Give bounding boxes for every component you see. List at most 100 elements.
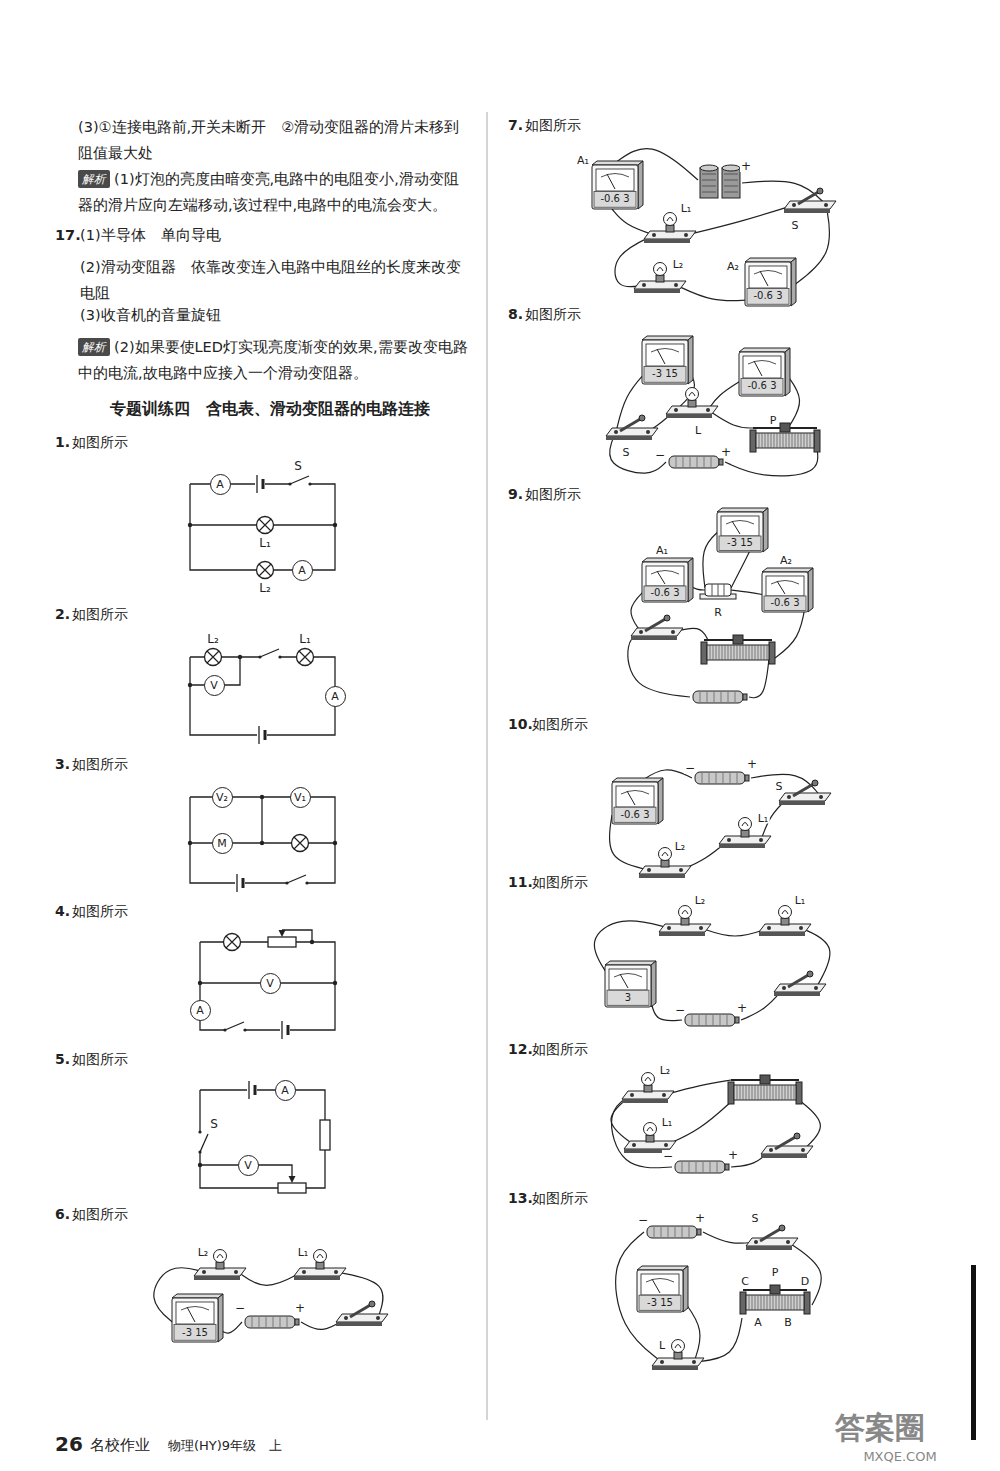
meter xyxy=(605,961,656,1007)
cell-ribs xyxy=(700,692,735,702)
meter-body xyxy=(642,562,688,602)
switch-lever xyxy=(760,1228,782,1241)
component-label: P xyxy=(769,415,778,426)
lamp-socket xyxy=(666,225,674,232)
switch-knob xyxy=(794,1133,800,1139)
terminal xyxy=(234,1270,238,1274)
rheostat-end xyxy=(701,642,707,664)
board-edge xyxy=(294,1276,340,1280)
rheostat-hatch xyxy=(710,645,767,660)
terminal xyxy=(664,1143,668,1147)
filament xyxy=(657,268,663,272)
wire xyxy=(200,942,335,1030)
component-label: B xyxy=(783,1317,793,1328)
meter xyxy=(642,336,693,384)
component-label: L₁ xyxy=(794,895,807,906)
battery-plate-short xyxy=(242,878,245,888)
meter-dial xyxy=(646,344,684,366)
terminal xyxy=(819,795,823,799)
wire xyxy=(676,285,748,301)
board xyxy=(336,1314,388,1322)
meter-dial xyxy=(766,576,804,596)
switch-contact xyxy=(278,655,281,658)
meter-needle xyxy=(187,1307,195,1322)
terminal xyxy=(706,408,710,412)
rheostat-coil xyxy=(746,1295,804,1310)
terminal xyxy=(652,233,656,237)
meter-side xyxy=(791,258,796,306)
meter-dial xyxy=(749,266,787,288)
lamp-circle xyxy=(257,517,274,534)
battery-plate-long xyxy=(236,874,237,892)
drawing xyxy=(154,112,976,1440)
switch-board xyxy=(631,615,683,640)
filament xyxy=(675,1345,681,1349)
terminal-label: -0.6 3 xyxy=(769,598,800,608)
component-label: A₁ xyxy=(655,545,669,556)
battery-plate-long xyxy=(256,475,257,493)
meter-body xyxy=(172,1298,218,1342)
component-label: D xyxy=(800,1276,810,1287)
meter-body xyxy=(717,512,763,552)
terminal xyxy=(632,1143,636,1147)
lamp-cross xyxy=(259,564,271,576)
wire xyxy=(190,797,335,883)
question-number: 8. xyxy=(508,306,523,323)
question-number: 1. xyxy=(55,434,70,451)
lamp-socket xyxy=(646,1135,654,1142)
node-text: V xyxy=(266,978,274,989)
lamp-socket xyxy=(661,860,669,867)
meter-panel xyxy=(614,807,656,822)
lamp-circle xyxy=(292,835,309,852)
meter-dial xyxy=(641,1274,679,1295)
wire xyxy=(708,410,753,428)
switch-lever xyxy=(645,618,667,631)
question-number: 12. xyxy=(508,1041,533,1058)
component-label: L₂ xyxy=(197,1247,210,1258)
meter-dial xyxy=(609,969,647,990)
answer-text: 如图所示 xyxy=(72,1051,128,1068)
board-edge xyxy=(194,1276,240,1280)
component-label: S xyxy=(791,220,800,231)
answer-text: 如图所示 xyxy=(532,1041,588,1058)
cell-cap xyxy=(743,694,747,700)
meter-side xyxy=(763,508,768,552)
terminal xyxy=(674,408,678,412)
meter-dial xyxy=(616,786,654,807)
ammeter-symbol: A xyxy=(190,1000,211,1021)
analysis-tag: 解析 xyxy=(78,170,110,188)
meter-top xyxy=(592,161,643,165)
book-title: 名校作业 xyxy=(90,1436,150,1454)
switch-lever xyxy=(775,1136,797,1149)
bulb xyxy=(659,848,672,861)
terminal xyxy=(376,1316,380,1320)
cell-top xyxy=(722,165,740,171)
wire xyxy=(282,930,312,942)
lamp-socket xyxy=(688,400,696,407)
lamp-circle xyxy=(205,649,222,666)
terminal-label: + xyxy=(727,1149,739,1161)
terminal xyxy=(759,838,763,842)
rheostat-end xyxy=(740,1292,746,1314)
lamp-circle xyxy=(297,649,314,666)
question-number: 9. xyxy=(508,486,523,503)
question-number: 4. xyxy=(55,903,70,920)
meter-body xyxy=(739,352,785,396)
answer-text: (1)灯泡的亮度由暗变亮,电路中的电阻变小,滑动变阻器的滑片应向左端移动,该过程… xyxy=(78,166,470,218)
meter-panel xyxy=(644,366,686,382)
junction-dot xyxy=(188,523,192,527)
lamp-socket xyxy=(216,1262,224,1269)
node-text: A xyxy=(281,1085,289,1096)
board xyxy=(606,428,658,436)
meter-panel xyxy=(764,596,806,610)
answer-text: (2)如果要使LED灯实现亮度渐变的效果,需要改变电路中的电流,故电路中应接入一… xyxy=(78,334,470,386)
meter-top xyxy=(762,568,813,572)
meter-panel xyxy=(639,1295,681,1310)
terminal xyxy=(642,283,646,287)
cell-body xyxy=(685,1014,735,1026)
answer-text: 如图所示 xyxy=(72,434,128,451)
battery-plate-short xyxy=(287,1025,290,1035)
switch-knob xyxy=(817,188,823,194)
switch-lever xyxy=(620,418,642,431)
lamp-symbol xyxy=(257,562,274,579)
